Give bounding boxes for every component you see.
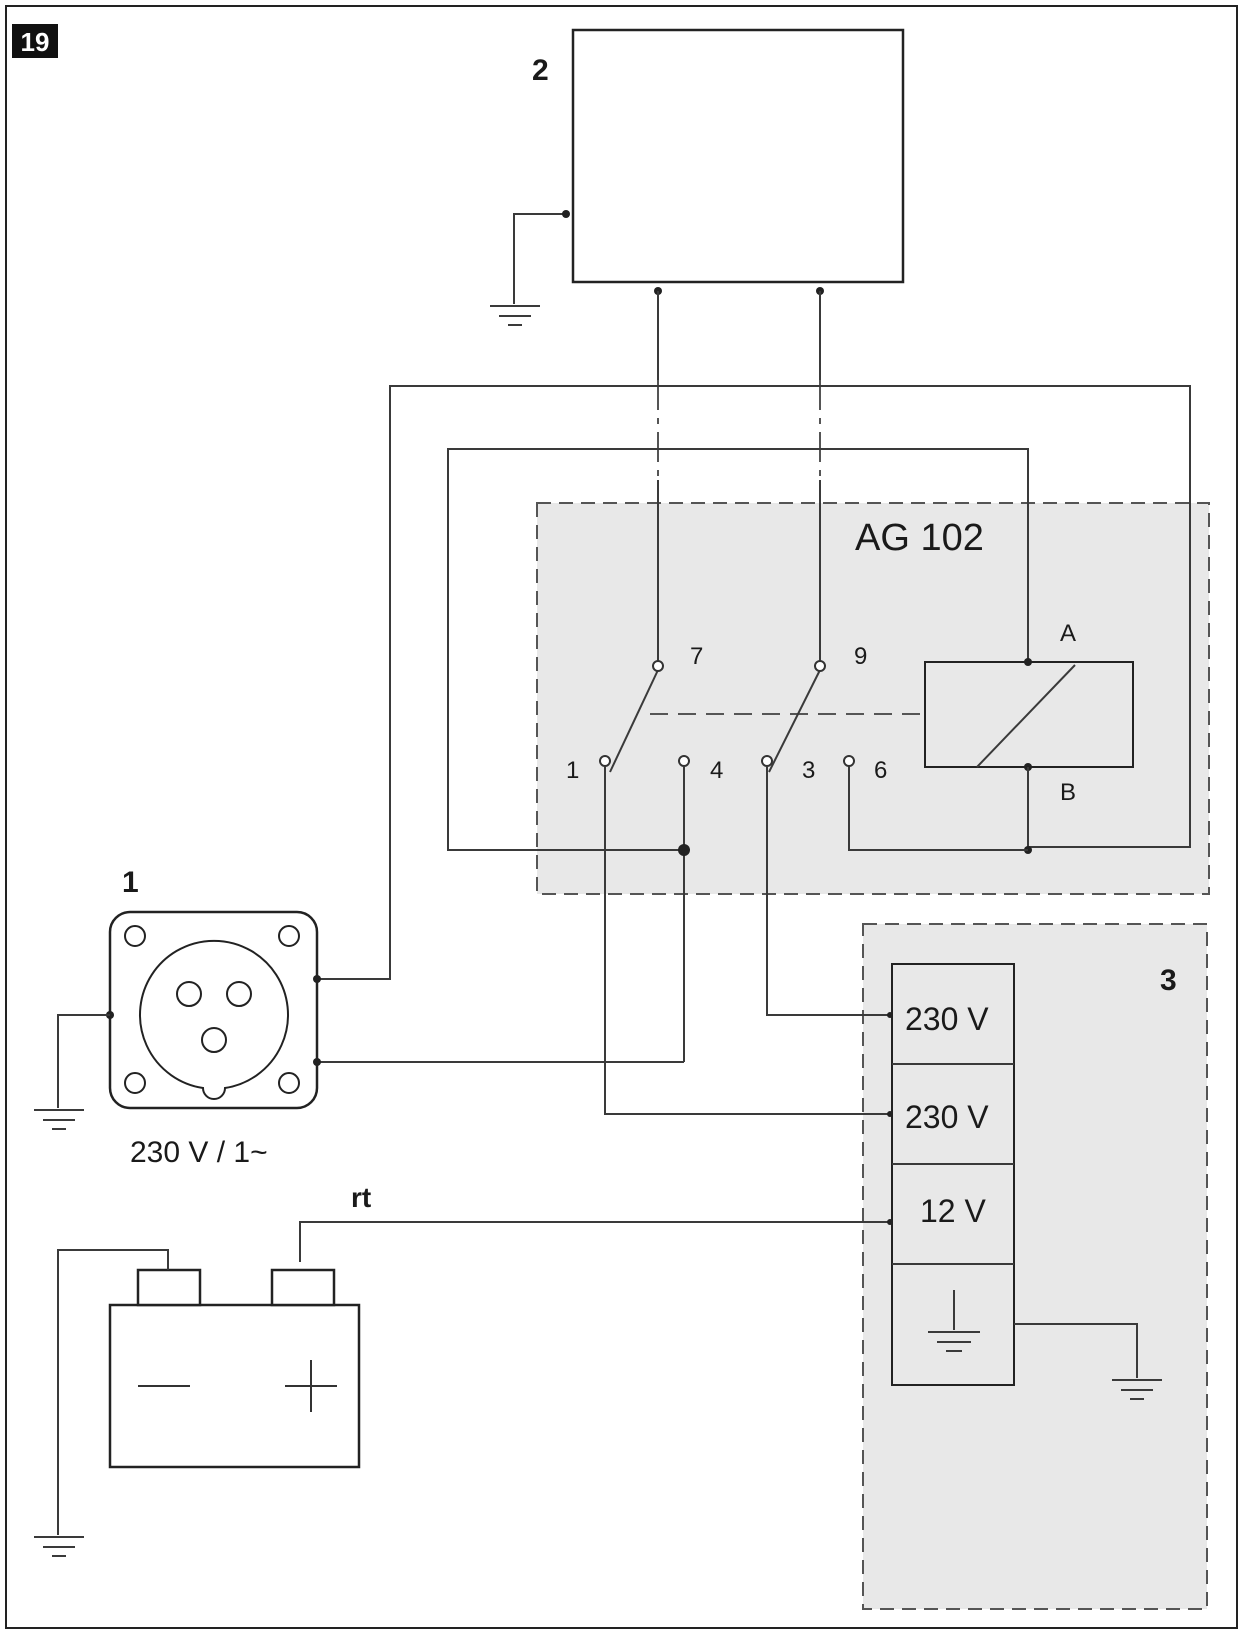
figure-number: 19 [21, 27, 50, 57]
battery-plus-icon [285, 1360, 337, 1412]
relay-name: AG 102 [855, 517, 984, 559]
terminal-3: 3 [802, 757, 815, 784]
terminal-1: 1 [566, 757, 579, 784]
terminal-4: 4 [710, 757, 723, 784]
battery-wire-label: rt [351, 1182, 371, 1213]
ground-symbol-outlet [34, 1109, 84, 1130]
charger-output-12v: 12 V [920, 1193, 986, 1229]
ground-symbol-charger [1112, 1379, 1162, 1400]
terminal-7: 7 [690, 643, 703, 670]
charger-input-230v-1: 230 V [905, 1001, 989, 1037]
load-box [571, 28, 905, 284]
outlet-rating: 230 V / 1~ [130, 1136, 268, 1169]
ground-symbol-load [490, 305, 540, 326]
terminal-9: 9 [854, 643, 867, 670]
charger-label: 3 [1160, 964, 1177, 997]
charger-ground-icon [928, 1290, 980, 1352]
figure-number-tag [12, 24, 58, 58]
coil-terminal-a: A [1060, 620, 1076, 647]
power-outlet [108, 910, 319, 1110]
ground-symbol-battery [34, 1536, 84, 1557]
figure-frame [5, 5, 1238, 1629]
battery [108, 1268, 361, 1469]
coil-terminal-b: B [1060, 779, 1076, 806]
terminal-6: 6 [874, 757, 887, 784]
outlet-label: 1 [122, 866, 139, 899]
relay-module [536, 502, 1210, 895]
charger-input-230v-2: 230 V [905, 1099, 989, 1135]
load-label: 2 [532, 54, 549, 87]
